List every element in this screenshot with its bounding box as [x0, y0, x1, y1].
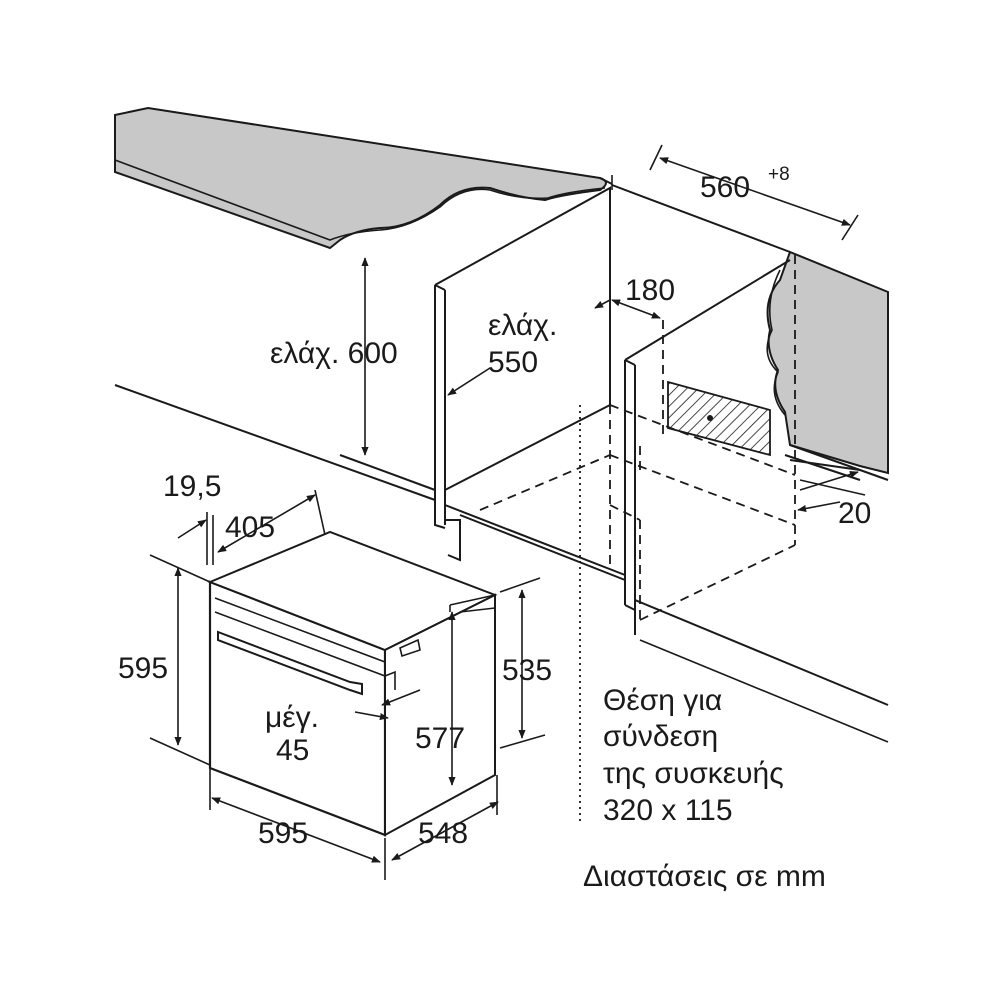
oven-appliance	[207, 530, 498, 837]
units-note: Διαστάσεις σε mm	[583, 860, 826, 893]
connection-note-line4: 320 x 115	[603, 794, 733, 827]
max-gap-label-1: μέγ.	[265, 701, 319, 734]
niche-width-label: 560	[700, 171, 750, 204]
min-height-label: ελάχ. 600	[270, 337, 398, 370]
front-panel-thickness-label: 19,5	[163, 470, 221, 503]
countertop	[114, 106, 613, 250]
inner-height-label: 577	[415, 722, 465, 755]
door-handle	[217, 630, 363, 696]
right-wall	[766, 250, 889, 475]
connection-note: Θέση για σύνδεση της συσκευής 320 x 115	[603, 684, 784, 827]
front-height-label: 595	[118, 652, 168, 685]
connection-note-line1: Θέση για	[603, 684, 722, 717]
connection-note-line2: σύνδεση	[603, 720, 718, 753]
body-height-label: 535	[502, 654, 552, 687]
connection-note-line3: της συσκευής	[603, 757, 784, 790]
max-gap-label-2: 45	[276, 734, 309, 767]
connection-point	[707, 415, 713, 421]
body-depth-top-label: 405	[225, 511, 275, 544]
dimension-labels: 560 +8 ελάχ. 600 ελάχ. 550 180 20 19,5 4…	[118, 164, 871, 850]
cutout-offset-label: 180	[625, 274, 675, 307]
niche-cabinet	[114, 184, 889, 825]
front-width-label: 595	[258, 817, 308, 850]
dimension-lines	[149, 144, 866, 880]
min-depth-label-1: ελάχ.	[488, 309, 557, 342]
connection-cutout	[667, 380, 771, 457]
back-gap-label: 20	[838, 497, 871, 530]
min-depth-label-2: 550	[488, 346, 538, 379]
niche-width-tolerance: +8	[768, 164, 790, 185]
body-depth-label: 548	[418, 817, 468, 850]
